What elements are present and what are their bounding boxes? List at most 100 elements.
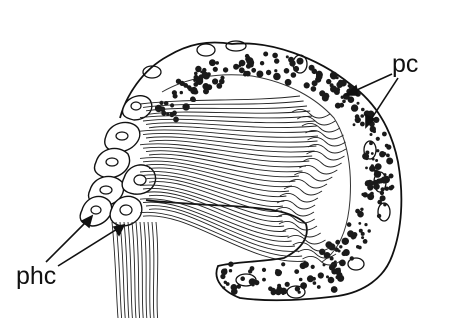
granule [193,82,198,87]
granule [355,117,361,123]
granule [375,159,378,162]
granule [304,82,310,88]
granule [385,187,389,191]
granule [385,144,389,148]
granule [285,282,290,287]
granule [357,211,364,218]
granule [295,286,300,291]
granule [361,236,364,239]
granule [300,282,307,289]
granule [223,67,228,72]
granule [384,173,387,176]
granule [363,239,368,244]
granule [379,151,385,157]
granule [226,282,230,286]
granule [373,183,380,190]
granule [360,122,365,127]
granule [279,271,282,274]
granule [284,68,290,74]
granule [336,81,343,88]
granule [215,61,219,65]
granule [376,137,380,141]
granule [282,292,285,295]
granule [260,61,264,65]
granule [361,108,365,112]
granule [325,253,329,257]
granule [272,53,278,59]
granule [294,269,299,274]
granule [172,90,177,95]
granule [311,265,315,269]
granule [286,55,289,58]
granule [266,70,271,75]
granule [382,132,387,137]
granule [316,73,323,80]
granule [331,286,338,293]
granule [302,261,309,268]
granule [231,288,238,295]
granule [220,76,224,80]
granule [367,193,374,200]
granule [250,266,255,271]
granule [172,111,177,116]
granule [361,193,364,196]
granule [376,179,381,184]
granule [369,165,375,171]
granule [180,91,183,94]
granule [159,101,163,105]
granule [335,240,340,245]
granule [239,67,245,73]
granule [386,158,393,165]
granule [383,203,386,206]
granule [221,269,228,276]
granule [370,133,373,136]
granule [299,278,303,282]
granule [206,84,212,90]
granule [328,244,332,248]
granule [213,67,218,72]
granule [251,68,256,73]
granule [285,79,292,86]
granule [222,286,225,289]
granule [342,100,346,104]
granule [256,71,263,78]
granule [240,276,245,281]
granule [262,268,266,272]
granule [245,71,251,77]
granule [319,90,325,96]
granule [386,154,390,158]
granule [313,281,317,285]
granule [371,152,374,155]
granule [348,84,351,87]
granule [195,66,201,72]
granule [342,238,349,245]
granule [288,57,294,63]
granule [358,222,361,225]
granule [377,214,381,218]
granule [334,89,340,95]
granule [339,260,346,267]
granule [326,95,329,98]
granule [291,72,297,78]
granule [262,278,266,282]
granule [293,66,299,72]
granule [297,58,304,65]
granule [195,76,200,81]
granule [352,232,357,237]
granule [274,58,279,63]
granule [343,249,350,256]
granule [274,69,277,72]
granule [275,269,279,273]
granule [381,187,385,191]
granule [273,73,281,81]
granule [271,290,276,295]
granule [263,52,268,57]
granule [307,275,314,282]
granule [339,245,342,248]
granule [339,103,344,108]
granule [347,222,352,227]
phc-label: phc [16,264,56,289]
granule [330,72,337,79]
granule [239,61,244,66]
granule [317,285,321,289]
